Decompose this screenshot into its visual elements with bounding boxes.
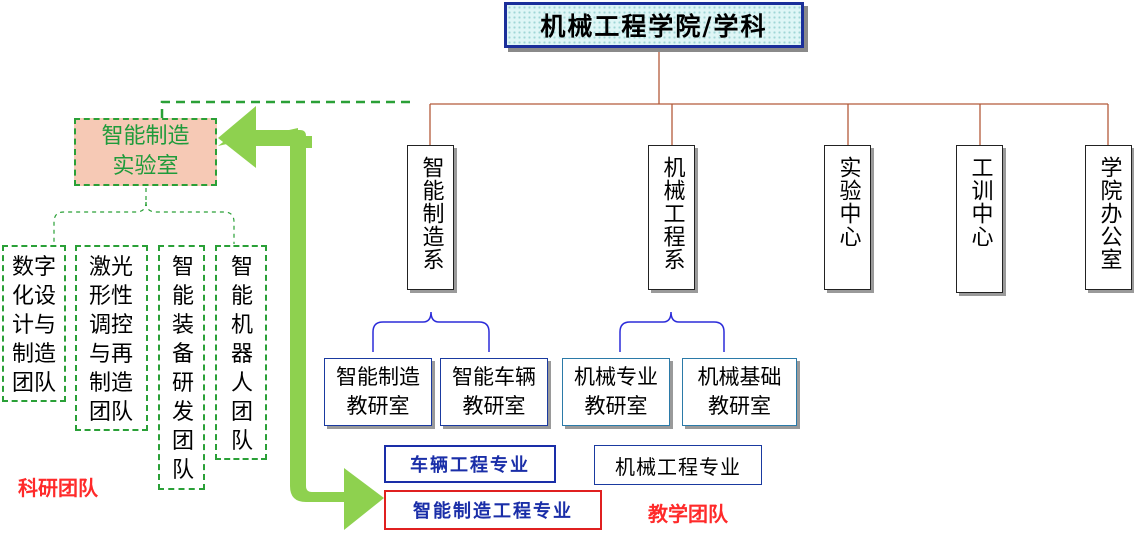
dept-experiment-center: 实验中心	[824, 145, 871, 290]
dept-college-office: 学院办公室	[1085, 145, 1132, 290]
teaching-team-label: 教学团队	[648, 502, 728, 526]
room-intelligent-manufacturing: 智能制造教研室	[324, 358, 432, 426]
room-mechanical-major: 机械专业教研室	[562, 358, 670, 426]
dept-training-center: 工训中心	[956, 145, 1003, 293]
intelligent-manufacturing-lab: 智能制造实验室	[74, 118, 217, 186]
major-intelligent-manufacturing: 智能制造工程专业	[384, 490, 602, 530]
major-vehicle-engineering: 车辆工程专业	[384, 445, 556, 483]
team-intelligent-equipment: 智能装备研发团队	[158, 245, 205, 490]
team-intelligent-robot: 智能机器人团队	[215, 245, 267, 460]
research-team-label: 科研团队	[18, 476, 98, 500]
dept-mechanical-engineering: 机械工程系	[648, 145, 695, 290]
team-laser-remanufacturing: 激光形性调控与再制造团队	[75, 245, 148, 431]
dept-intelligent-manufacturing: 智能制造系	[407, 145, 454, 290]
team-digital-design: 数字化设计与制造团队	[2, 245, 66, 402]
college-root-node: 机械工程学院/学科	[504, 2, 804, 48]
room-intelligent-vehicle: 智能车辆教研室	[440, 358, 548, 426]
major-mechanical-engineering: 机械工程专业	[594, 445, 762, 485]
room-mechanical-basics: 机械基础教研室	[682, 358, 797, 426]
